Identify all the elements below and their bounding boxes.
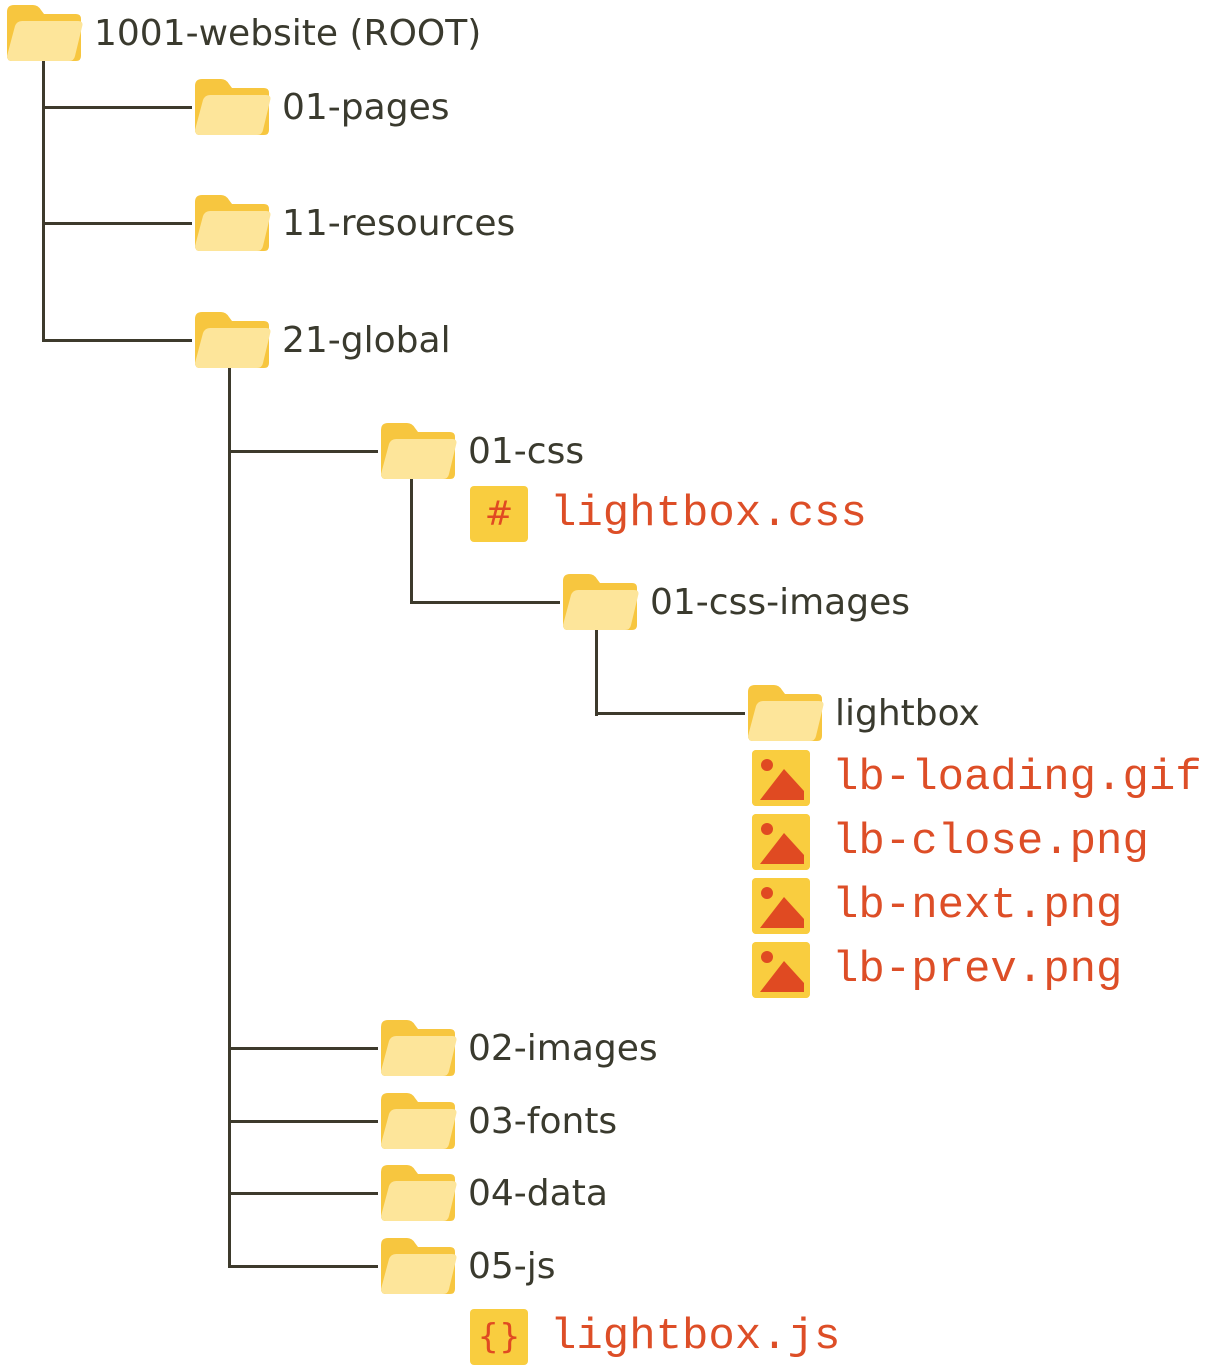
file-label: lb-close.png bbox=[832, 817, 1149, 867]
folder-icon bbox=[381, 1238, 457, 1294]
folder-icon bbox=[563, 574, 639, 630]
connector-line bbox=[410, 601, 560, 604]
connector-line bbox=[595, 712, 745, 715]
file-label: lightbox.js bbox=[550, 1312, 841, 1362]
folder-icon bbox=[195, 195, 271, 251]
connector-line bbox=[42, 106, 192, 109]
folder-icon bbox=[381, 423, 457, 479]
folder-label: 01-css-images bbox=[650, 582, 910, 623]
connector-line bbox=[228, 1120, 378, 1123]
image-file-icon bbox=[752, 750, 810, 806]
folder-label: 02-images bbox=[468, 1028, 658, 1069]
file-label: lb-prev.png bbox=[832, 945, 1123, 995]
js-file-icon: {} bbox=[470, 1309, 528, 1365]
connector-line bbox=[228, 1192, 378, 1195]
folder-label: lightbox bbox=[835, 693, 980, 734]
folder-icon bbox=[7, 5, 83, 61]
braces-glyph: {} bbox=[477, 1317, 521, 1357]
file-label: lightbox.css bbox=[550, 489, 867, 539]
hash-glyph: # bbox=[484, 494, 514, 534]
connector-line bbox=[42, 339, 192, 342]
connector-line bbox=[595, 628, 598, 716]
image-file-icon bbox=[752, 878, 810, 934]
folder-icon bbox=[381, 1093, 457, 1149]
connector-line bbox=[228, 368, 231, 1268]
connector-line bbox=[42, 222, 192, 225]
folder-label: 04-data bbox=[468, 1173, 608, 1214]
folder-label: 1001-website (ROOT) bbox=[94, 13, 482, 54]
file-label: lb-loading.gif bbox=[832, 753, 1202, 803]
image-file-icon bbox=[752, 814, 810, 870]
folder-icon bbox=[748, 685, 824, 741]
file-label: lb-next.png bbox=[832, 881, 1123, 931]
image-file-icon bbox=[752, 942, 810, 998]
css-file-icon: # bbox=[470, 486, 528, 542]
folder-label: 01-css bbox=[468, 431, 585, 472]
folder-icon bbox=[195, 312, 271, 368]
folder-label: 21-global bbox=[282, 320, 451, 361]
connector-line bbox=[228, 1047, 378, 1050]
folder-icon bbox=[195, 79, 271, 135]
connector-line bbox=[228, 1265, 378, 1268]
connector-line bbox=[228, 450, 378, 453]
folder-label: 03-fonts bbox=[468, 1101, 618, 1142]
folder-icon bbox=[381, 1165, 457, 1221]
connector-line bbox=[42, 58, 45, 342]
folder-label: 05-js bbox=[468, 1246, 556, 1287]
folder-icon bbox=[381, 1020, 457, 1076]
folder-label: 01-pages bbox=[282, 87, 450, 128]
connector-line bbox=[410, 478, 413, 604]
folder-label: 11-resources bbox=[282, 203, 516, 244]
